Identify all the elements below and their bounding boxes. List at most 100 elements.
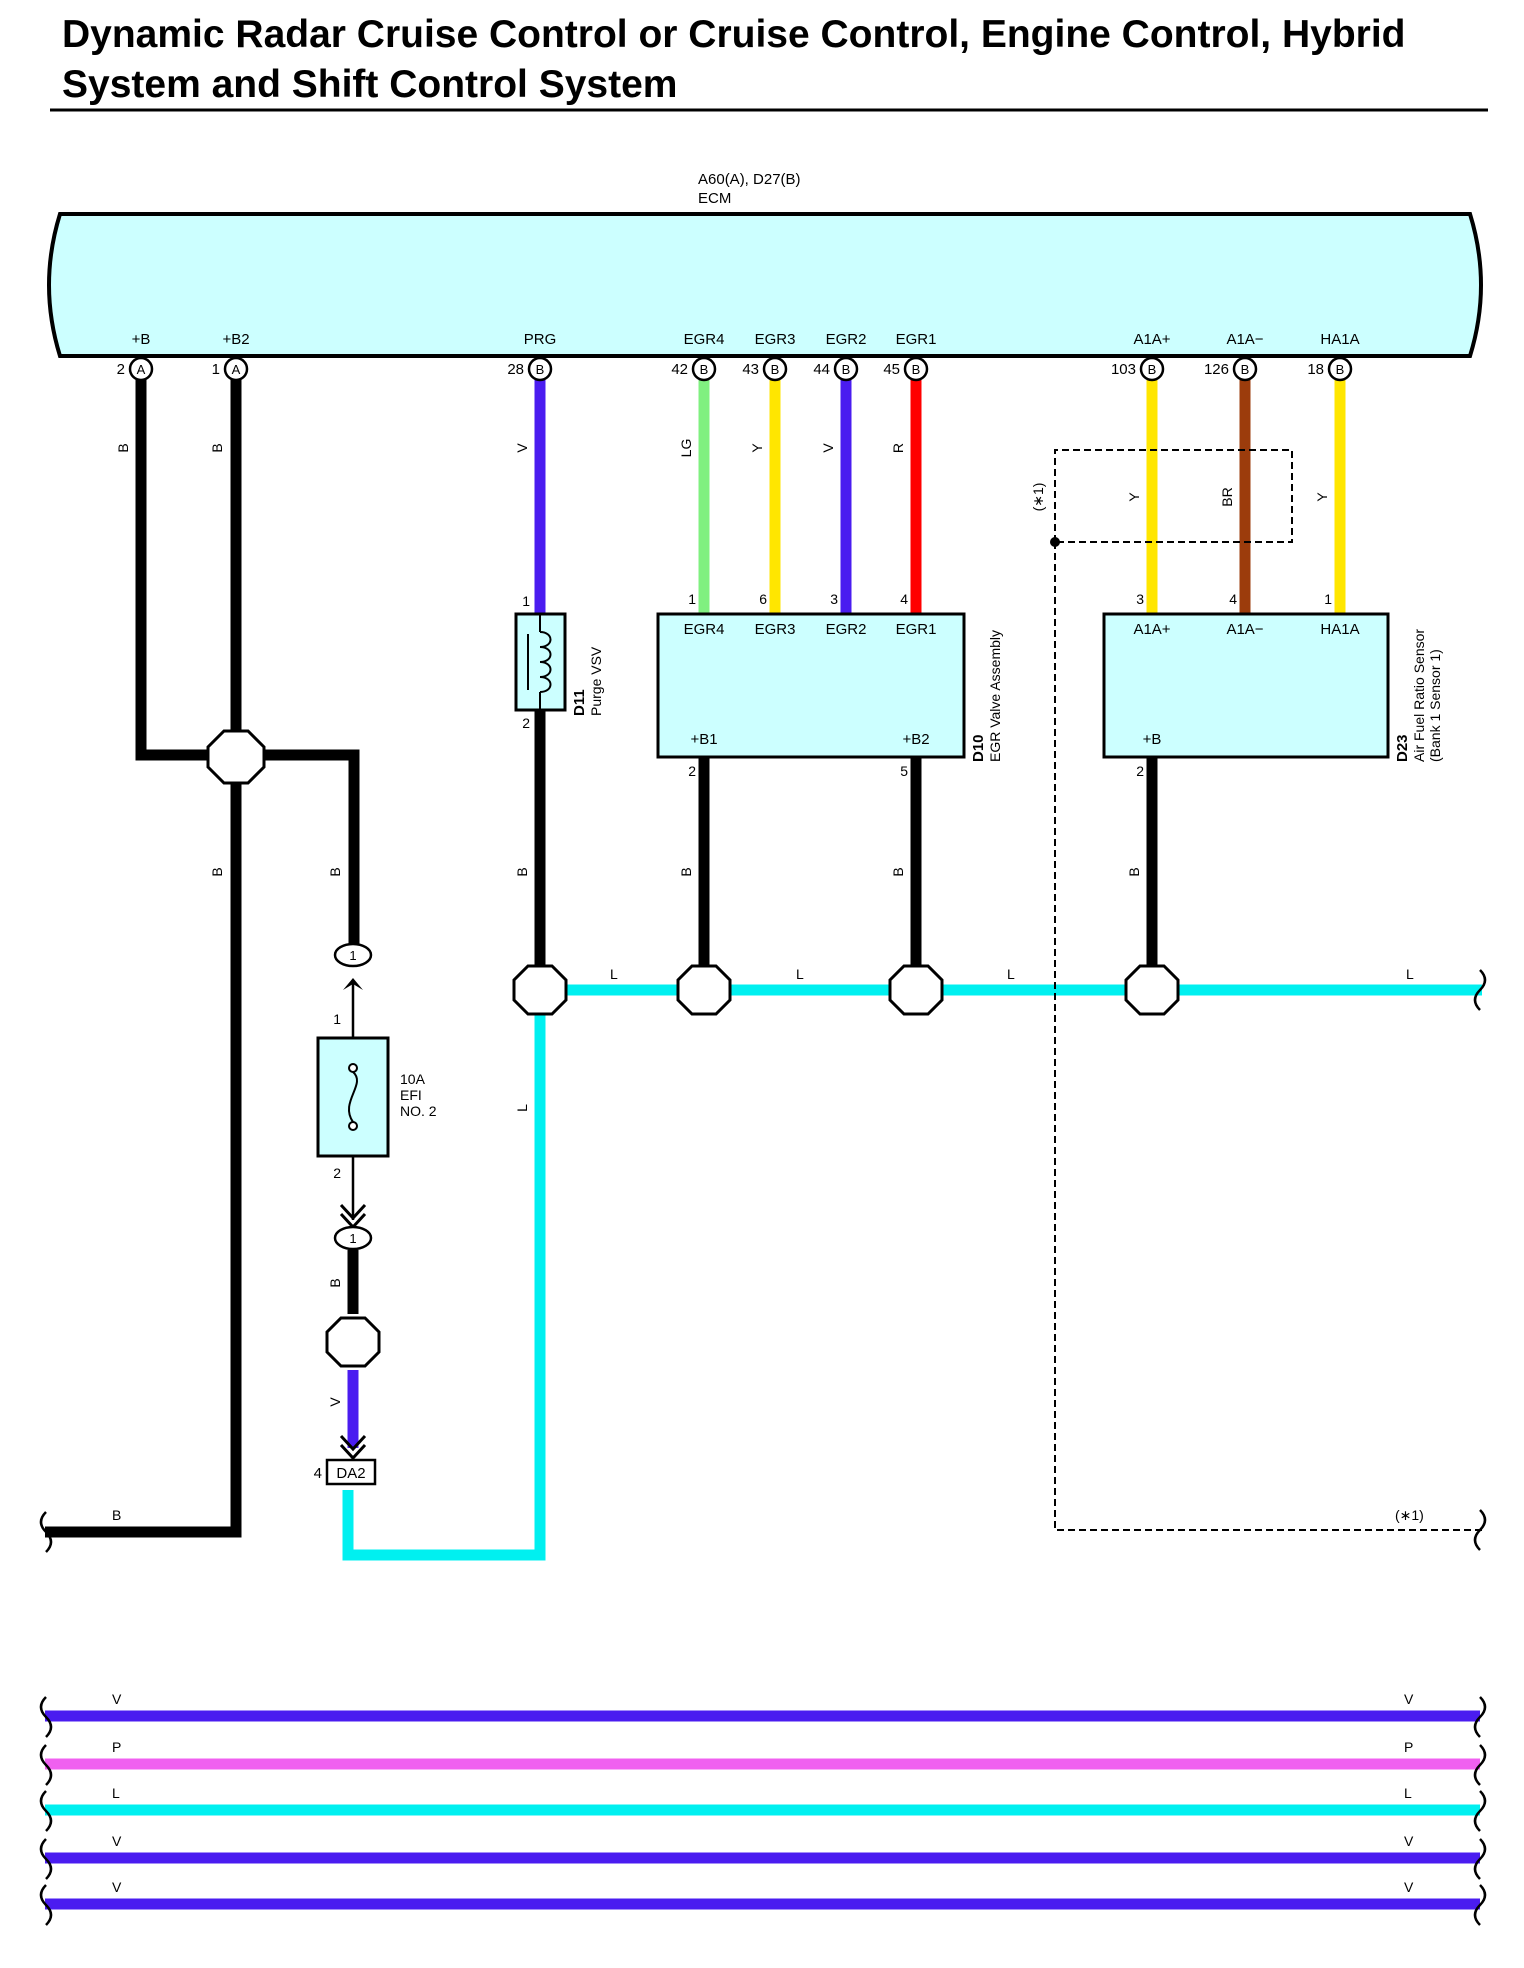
da2-code: DA2 bbox=[336, 1465, 365, 1482]
wire-label: Y bbox=[749, 443, 765, 453]
ecm-pin-conn: B bbox=[842, 362, 851, 377]
wire-label: V bbox=[1404, 1879, 1414, 1895]
wire-label: V bbox=[112, 1879, 122, 1895]
d23-pin-name: A1A− bbox=[1226, 621, 1263, 638]
d23-code: D23 bbox=[1394, 734, 1411, 762]
d11-pin-bottom: 2 bbox=[522, 715, 530, 731]
af-sensor-d23: 3 4 1 A1A+ A1A− HA1A +B 2 D23 Air Fuel R… bbox=[1102, 591, 1443, 779]
wire-label: B bbox=[890, 867, 906, 876]
junction bbox=[888, 964, 944, 1016]
egr-valve-d10: 1 6 3 4 EGR4 EGR3 EGR2 EGR1 +B1 +B2 2 5 … bbox=[656, 591, 1003, 779]
d10-pin-num: 4 bbox=[900, 591, 908, 607]
connector-da2: DA2 4 bbox=[314, 1434, 377, 1486]
wire-label: P bbox=[1404, 1739, 1413, 1755]
wire-label: L bbox=[112, 1785, 120, 1801]
break-marks bbox=[39, 969, 1487, 1926]
shield-dashed bbox=[1054, 449, 1482, 1531]
wire-label: V bbox=[514, 443, 530, 453]
d10-name: EGR Valve Assembly bbox=[987, 630, 1003, 762]
ecm-pin-num: 2 bbox=[117, 361, 125, 378]
wire-label: R bbox=[890, 443, 906, 453]
d10-code: D10 bbox=[970, 734, 987, 762]
wire-label: V bbox=[1404, 1833, 1414, 1849]
junction bbox=[512, 964, 568, 1016]
junction bbox=[676, 964, 732, 1016]
fuse-efi-no2: 1 1 2 10A EFI NO. 2 1 bbox=[316, 942, 437, 1251]
wire-label: Y bbox=[1126, 492, 1142, 502]
wire-label: V bbox=[112, 1691, 122, 1707]
d23-pin-num: 3 bbox=[1136, 591, 1144, 607]
shield-note: (∗1) bbox=[1030, 483, 1046, 512]
shield-dot bbox=[1050, 537, 1060, 547]
wire-plus-b bbox=[45, 378, 360, 1538]
wire-label: L bbox=[610, 966, 618, 982]
wire-l-bus bbox=[342, 984, 1482, 1561]
ecm-pin-conn: B bbox=[536, 362, 545, 377]
d10-pin-num: 6 bbox=[759, 591, 767, 607]
junction-pin: 1 bbox=[349, 948, 356, 963]
purge-vsv-d11: 1 2 D11 Purge VSV bbox=[514, 593, 604, 731]
d10-pin-num: 3 bbox=[830, 591, 838, 607]
d23-pin-name: +B bbox=[1143, 731, 1162, 748]
ecm-pin-name: HA1A bbox=[1320, 331, 1359, 348]
junction bbox=[1124, 964, 1180, 1016]
wire-label: BR bbox=[1219, 487, 1235, 506]
wire-labels: B B V LG Y V R Y BR Y B B B B B B L B V … bbox=[112, 439, 1414, 1895]
junction-pin: 1 bbox=[349, 1231, 356, 1246]
d10-pin-num: 5 bbox=[900, 763, 908, 779]
ecm-pin-num: 103 bbox=[1111, 361, 1136, 378]
title-line-1: Dynamic Radar Cruise Control or Cruise C… bbox=[62, 13, 1406, 56]
fuse-icon bbox=[347, 1071, 359, 1123]
wire-label: P bbox=[112, 1739, 121, 1755]
ecm-pin-conn: B bbox=[1336, 362, 1345, 377]
coil-icon bbox=[539, 631, 552, 693]
arrow-down-icon bbox=[339, 1434, 367, 1461]
wire-label: L bbox=[1404, 1785, 1412, 1801]
ecm-pin-conn: A bbox=[137, 362, 146, 377]
fuse-amps: 10A bbox=[400, 1071, 426, 1087]
ecm-pin-name: A1A+ bbox=[1133, 331, 1170, 348]
d23-pin-name: A1A+ bbox=[1133, 621, 1170, 638]
ecm-pin-name: PRG bbox=[524, 331, 557, 348]
wire-label: L bbox=[1406, 966, 1414, 982]
ecm-pin-num: 126 bbox=[1204, 361, 1229, 378]
d23-pin-name: HA1A bbox=[1320, 621, 1359, 638]
d10-pin-name: EGR2 bbox=[826, 621, 867, 638]
d23-pin-num: 2 bbox=[1136, 763, 1144, 779]
ecm-pin-conn: B bbox=[1148, 362, 1157, 377]
fuse-name: EFI bbox=[400, 1087, 422, 1103]
fuse-pin-top: 1 bbox=[333, 1011, 341, 1027]
bottom-wires bbox=[45, 1710, 1480, 1910]
ecm-pin-conn: B bbox=[700, 362, 709, 377]
ecm-box bbox=[47, 212, 1483, 358]
wire-label: LG bbox=[678, 439, 694, 458]
wire-label: V bbox=[112, 1833, 122, 1849]
fuse-pin-bottom: 2 bbox=[333, 1165, 341, 1181]
wire-label: B bbox=[209, 867, 225, 876]
wire-label: B bbox=[209, 443, 225, 452]
d23-pin-num: 1 bbox=[1324, 591, 1332, 607]
shield-note: (∗1) bbox=[1395, 1507, 1424, 1523]
junction bbox=[206, 729, 266, 785]
ecm-pin-name: +B2 bbox=[222, 331, 249, 348]
wire-label: V bbox=[327, 1397, 343, 1407]
ecm-pin-conn: B bbox=[1241, 362, 1250, 377]
wire-label: B bbox=[115, 443, 131, 452]
ecm-pin-num: 45 bbox=[883, 361, 900, 378]
d10-pin-num: 2 bbox=[688, 763, 696, 779]
d10-pin-num: 1 bbox=[688, 591, 696, 607]
wire-label: B bbox=[514, 867, 530, 876]
ecm-pin-name: EGR1 bbox=[896, 331, 937, 348]
wire-label: V bbox=[1404, 1691, 1414, 1707]
ecm-pin-num: 44 bbox=[813, 361, 830, 378]
ecm-pin-conn: A bbox=[232, 362, 241, 377]
ecm-pin-num: 28 bbox=[507, 361, 524, 378]
ecm-pin-num: 18 bbox=[1307, 361, 1324, 378]
ecm-pin-conn: B bbox=[771, 362, 780, 377]
wire-label: L bbox=[514, 1104, 530, 1112]
ecm-pin-name: +B bbox=[132, 331, 151, 348]
ecm-name: ECM bbox=[698, 190, 731, 207]
wire-label: Y bbox=[1314, 492, 1330, 502]
ecm-pin-name: EGR2 bbox=[826, 331, 867, 348]
